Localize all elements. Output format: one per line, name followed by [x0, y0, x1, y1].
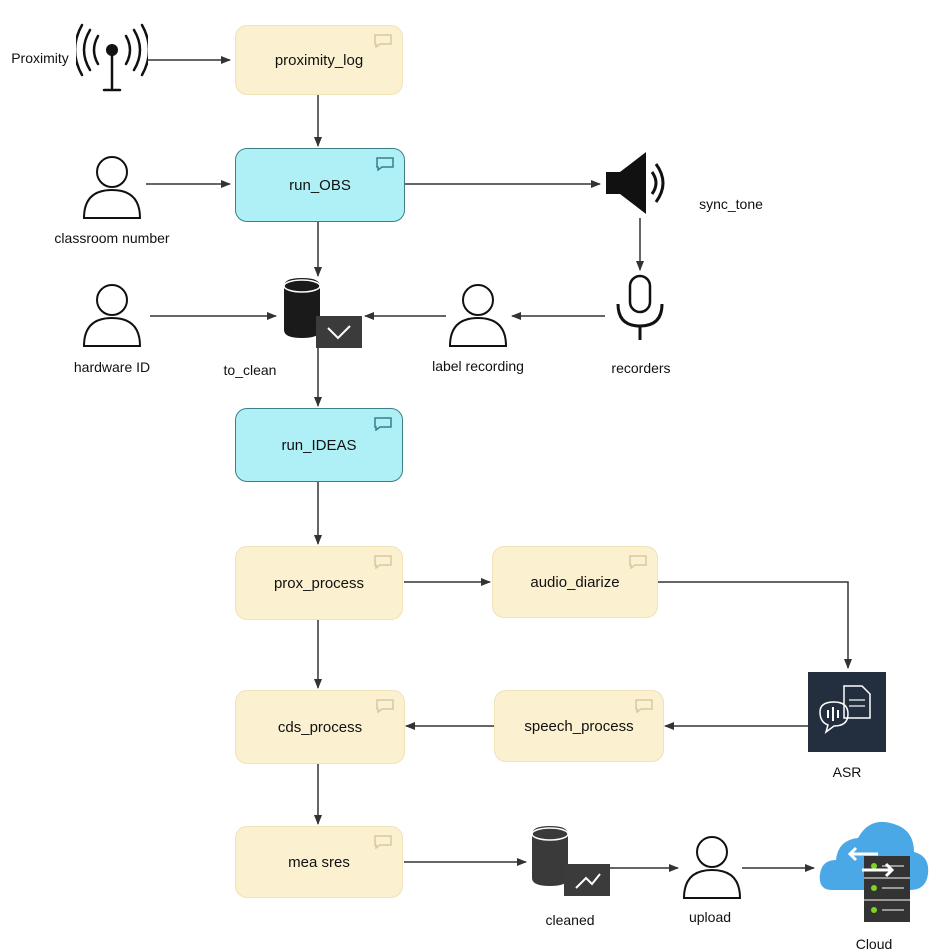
node-measures[interactable]: mea sres — [235, 826, 403, 898]
node-run-ideas[interactable]: run_IDEAS — [235, 408, 403, 482]
database-icon — [531, 826, 610, 896]
asr-icon — [808, 672, 886, 752]
database-icon — [283, 278, 362, 348]
node-label: proximity_log — [274, 51, 364, 69]
node-label: audio_diarize — [530, 573, 620, 591]
node-speech-process[interactable]: speech_process — [494, 690, 664, 762]
note-icon — [629, 555, 647, 569]
label-cloud: Cloud — [855, 936, 893, 952]
label-asr: ASR — [832, 764, 862, 780]
label-hardware-id: hardware ID — [73, 359, 151, 375]
label-label-recording: label recording — [432, 358, 524, 374]
node-proximity-log[interactable]: proximity_log — [235, 25, 403, 95]
antenna-icon — [76, 23, 148, 92]
note-icon — [374, 555, 392, 569]
note-icon — [374, 835, 392, 849]
person-icon — [448, 284, 508, 347]
label-cleaned: cleaned — [545, 912, 595, 928]
person-icon — [82, 156, 142, 219]
label-sync-tone: sync_tone — [699, 196, 763, 212]
node-cds-process[interactable]: cds_process — [235, 690, 405, 764]
note-icon — [374, 34, 392, 48]
label-classroom-number: classroom number — [54, 230, 170, 246]
label-upload: upload — [688, 909, 732, 925]
node-run-obs[interactable]: run_OBS — [235, 148, 405, 222]
note-icon — [376, 699, 394, 713]
note-icon — [376, 157, 394, 171]
node-audio-diarize[interactable]: audio_diarize — [492, 546, 658, 618]
cloud-server-icon — [819, 821, 929, 922]
node-label: run_OBS — [289, 176, 351, 194]
arrow-diarize-to-asr — [658, 581, 852, 669]
node-prox-process[interactable]: prox_process — [235, 546, 403, 620]
node-label: run_IDEAS — [281, 436, 357, 454]
person-icon — [82, 284, 142, 347]
node-label: mea sres — [288, 853, 350, 871]
note-icon — [374, 417, 392, 431]
node-label: speech_process — [524, 717, 634, 735]
note-icon — [635, 699, 653, 713]
label-recorders: recorders — [611, 360, 671, 376]
label-to-clean: to_clean — [223, 362, 277, 378]
speaker-icon — [606, 152, 665, 214]
microphone-icon — [616, 274, 664, 340]
person-icon — [682, 836, 742, 899]
node-label: cds_process — [277, 718, 363, 736]
label-proximity: Proximity — [11, 50, 69, 66]
node-label: prox_process — [273, 574, 365, 592]
